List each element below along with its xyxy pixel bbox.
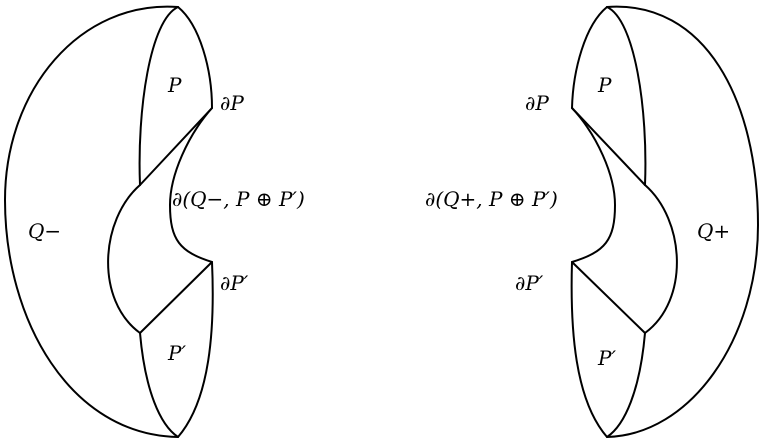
left-disk-P-back	[138, 6, 179, 186]
left-disk-P-front	[177, 6, 213, 109]
right-disk-Pprime-right	[606, 332, 646, 438]
right-lower-bulge	[644, 184, 678, 334]
right-label-Q: Q+	[697, 219, 730, 243]
left-label-boundary-Pprime: ∂P′	[220, 271, 249, 295]
left-disk-Pprime-front	[177, 261, 214, 438]
left-edge-lower	[139, 261, 213, 334]
left-outer-boundary	[4, 5, 179, 438]
left-disk-Pprime-back	[139, 332, 179, 438]
right-figure: P ∂P ∂(Q+, P ⊕ P′) ∂P′ P′ Q+	[425, 5, 759, 438]
right-label-boundary-P: ∂P	[525, 91, 549, 115]
right-edge-lower	[571, 261, 646, 334]
left-inner-boundary	[169, 107, 213, 263]
left-label-boundary-P: ∂P	[220, 91, 244, 115]
left-lower-bulge	[107, 184, 141, 334]
left-label-Pprime: P′	[167, 341, 186, 365]
right-edge-upper	[571, 107, 646, 186]
left-label-P: P	[167, 73, 182, 97]
right-disk-P-left	[571, 6, 608, 109]
right-label-boundary-mid: ∂(Q+, P ⊕ P′)	[425, 187, 558, 211]
right-label-Pprime: P′	[597, 346, 616, 370]
right-disk-P-right	[606, 6, 647, 186]
right-label-boundary-Pprime: ∂P′	[515, 271, 544, 295]
left-label-boundary-mid: ∂(Q−, P ⊕ P′)	[172, 187, 305, 211]
left-edge-upper	[139, 107, 213, 186]
left-label-Q: Q−	[28, 219, 61, 243]
right-outer-boundary	[606, 5, 759, 438]
right-inner-boundary	[571, 107, 616, 263]
right-disk-Pprime-left	[570, 261, 608, 438]
right-label-P: P	[597, 73, 612, 97]
left-figure: P ∂P ∂(Q−, P ⊕ P′) ∂P′ P′ Q−	[4, 5, 305, 438]
